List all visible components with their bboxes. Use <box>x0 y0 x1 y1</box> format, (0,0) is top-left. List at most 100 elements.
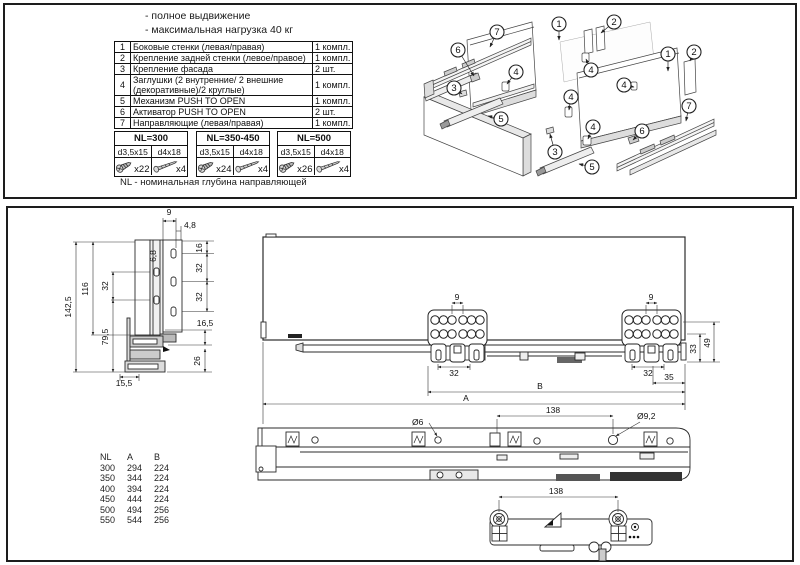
dim-top-inset: 4,8 <box>184 220 196 230</box>
dim-bottom-width: 15,5 <box>116 378 133 388</box>
svg-text:3: 3 <box>451 83 456 94</box>
screw-size: d3,5x15 <box>197 146 234 158</box>
screw-table-title: NL=350-450 <box>197 132 269 146</box>
callout-2: 2 <box>606 14 622 30</box>
part-qty: 2 шт. <box>312 106 353 118</box>
dimension-drawings: 142,5 116 32 79,5 15,5 9 4,8 6,8 16 32 3… <box>63 207 720 562</box>
dim-right-32b: 32 <box>194 292 204 302</box>
callout-4: 4 <box>563 89 579 105</box>
callout-4: 4 <box>583 62 599 78</box>
screw-table-nl500: NL=500 d3,5x15 d4x18 x26 x4 <box>277 131 351 177</box>
svg-text:7: 7 <box>494 27 499 38</box>
dim-rail-pitch: 138 <box>546 405 560 415</box>
nl-footnote: NL - номинальная глубина направляющей <box>120 177 307 188</box>
svg-text:4: 4 <box>621 80 626 91</box>
feature-line: - полное выдвижение <box>145 10 251 22</box>
screw-qty: x26 <box>297 164 313 175</box>
callout-1: 1 <box>551 16 567 32</box>
dim-inner-height: 116 <box>80 282 90 296</box>
screw-qty: x22 <box>134 164 150 175</box>
callout-2: 2 <box>686 44 702 60</box>
part-qty: 2 шт. <box>312 63 353 75</box>
part-num: 2 <box>114 52 131 64</box>
part-num: 3 <box>114 63 131 75</box>
callout-3: 3 <box>446 80 462 96</box>
cell: 550 <box>100 515 116 525</box>
nl-header: NL <box>100 452 112 462</box>
dim-right-gap: 16,5 <box>197 318 214 328</box>
exploded-callouts: 7 6 1 2 4 4 1 2 4 3 4 5 7 4 6 3 5 <box>446 14 702 175</box>
cell: 444 <box>127 494 143 504</box>
dim-activator-pitch: 138 <box>549 486 563 496</box>
cell: 450 <box>100 494 116 504</box>
screw-long-icon <box>315 161 340 173</box>
dim-total-height: 142,5 <box>63 296 73 318</box>
svg-text:5: 5 <box>498 114 503 125</box>
dim-foot1: 32 <box>449 368 459 378</box>
screw-size: d3,5x15 <box>278 146 315 158</box>
table-row: NL A B <box>100 452 181 463</box>
svg-text:6: 6 <box>455 45 460 56</box>
callout-1: 1 <box>660 46 676 62</box>
svg-text:5: 5 <box>589 162 594 173</box>
section-view: 142,5 116 32 79,5 15,5 9 4,8 6,8 16 32 3… <box>63 207 214 388</box>
screw-qty: x4 <box>338 164 349 175</box>
cell: 256 <box>154 515 170 525</box>
rear-bracket-left <box>427 309 488 363</box>
screw-short-icon <box>197 162 214 173</box>
callout-4: 4 <box>585 119 601 135</box>
feature-list: - полное выдвижение - максимальная нагру… <box>145 9 293 37</box>
svg-text:7: 7 <box>686 101 691 112</box>
part-qty: 1 компл. <box>312 52 353 64</box>
part-num: 5 <box>114 95 131 107</box>
dim-hole-big: Ø9,2 <box>637 411 656 421</box>
part-num: 7 <box>114 117 131 129</box>
screw-table-nl300: NL=300 d3,5x15 d4x18 x22 x4 <box>114 131 188 177</box>
cell: 544 <box>127 515 143 525</box>
dim-foot2: 32 <box>643 368 653 378</box>
screw-short-icon <box>115 162 132 173</box>
screw-qty: x4 <box>257 164 268 175</box>
cell: 224 <box>154 483 170 494</box>
part-name: Боковые стенки (левая/правая) <box>130 41 313 53</box>
cell: 294 <box>127 462 143 473</box>
dim-offset-35: 35 <box>664 372 674 382</box>
screw-table-title: NL=500 <box>278 132 350 146</box>
svg-text:4: 4 <box>513 67 518 78</box>
cell: 224 <box>154 494 170 504</box>
svg-text:4: 4 <box>590 122 595 133</box>
callout-7: 7 <box>489 24 505 40</box>
svg-text:1: 1 <box>556 19 561 30</box>
cell: 224 <box>154 473 170 483</box>
side-view: 9 9 32 32 35 B A 33 49 <box>260 233 720 424</box>
part-qty: 1 компл. <box>312 117 353 129</box>
rear-bracket-right <box>621 309 682 363</box>
table-row: 550 544 256 <box>100 515 181 526</box>
cell: 394 <box>127 483 143 494</box>
part-name: Механизм PUSH TO OPEN <box>130 95 313 107</box>
cell: 300 <box>100 462 116 473</box>
dim-right-32a: 32 <box>194 263 204 273</box>
cell: 224 <box>154 462 170 473</box>
screw-short-icon <box>278 162 295 173</box>
dim-hole-pitch: 32 <box>100 281 110 291</box>
cell: 400 <box>100 483 116 494</box>
screw-size: d4x18 <box>233 146 269 158</box>
screw-size: d4x18 <box>151 146 187 158</box>
part-name: Заглушки (2 внутренние/ 2 внешние (декор… <box>130 74 313 96</box>
svg-text:4: 4 <box>568 92 573 103</box>
callout-4: 4 <box>616 77 632 93</box>
a-header: A <box>127 452 134 462</box>
screw-table-nl350-450: NL=350-450 d3,5x15 d4x18 x24 x4 <box>196 131 270 177</box>
callout-5: 5 <box>493 111 509 127</box>
dim-bracket1-pitch: 9 <box>455 292 460 302</box>
screw-long-icon <box>234 161 259 173</box>
table-row: 450 444 224 <box>100 494 181 505</box>
part-name: Крепление фасада <box>130 63 313 75</box>
screw-size: d3,5x15 <box>115 146 152 158</box>
activator-view: 138 <box>489 486 653 562</box>
